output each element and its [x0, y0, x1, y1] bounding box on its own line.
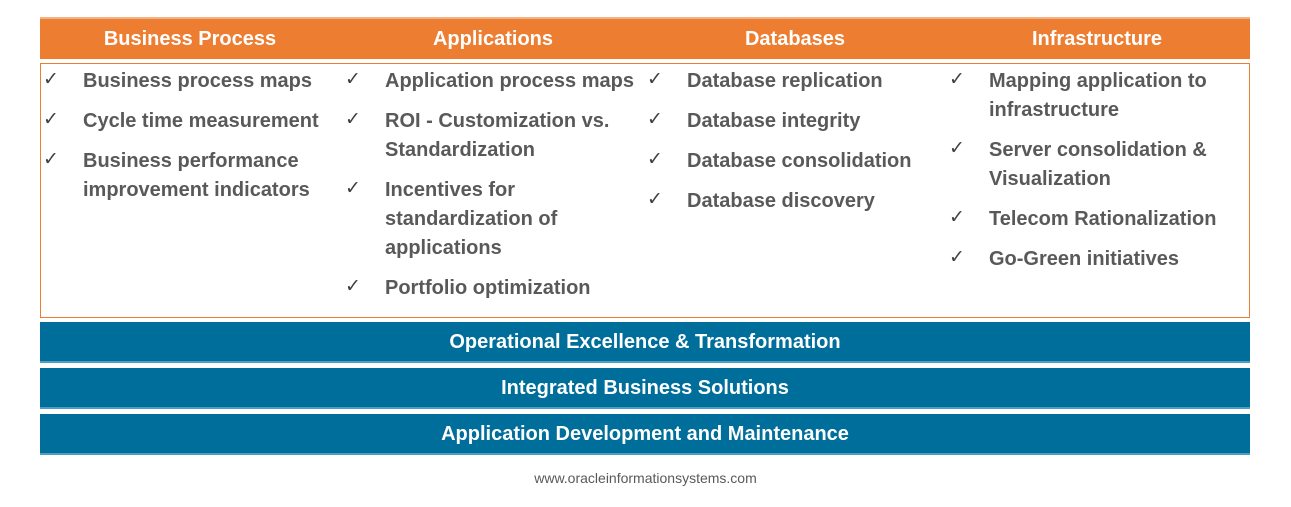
list-item: ✓ Database consolidation — [647, 147, 937, 176]
checkmark-icon: ✓ — [949, 137, 965, 159]
item-label: Business process maps — [83, 70, 312, 92]
band-application-development: Application Development and Maintenance — [40, 414, 1250, 455]
content-box: ✓ Business process maps ✓ Cycle time mea… — [40, 63, 1250, 318]
item-label: Cycle time measurement — [83, 110, 319, 132]
item-label: Portfolio optimization — [385, 277, 591, 299]
checkmark-icon: ✓ — [43, 148, 59, 170]
item-label: Application process maps — [385, 70, 634, 92]
item-label: Business performance improvement indicat… — [83, 150, 310, 201]
column-infrastructure: ✓ Mapping application to infrastructure … — [949, 67, 1239, 285]
checkmark-icon: ✓ — [949, 246, 965, 268]
item-label: ROI - Customization vs. Standardization — [385, 110, 610, 161]
list-item: ✓ Application process maps — [345, 67, 635, 96]
item-label: Database discovery — [687, 190, 875, 212]
checkmark-icon: ✓ — [345, 177, 361, 199]
item-label: Server consolidation & Visualization — [989, 139, 1207, 190]
list-item: ✓ Telecom Rationalization — [949, 205, 1239, 234]
list-item: ✓ Server consolidation & Visualization — [949, 136, 1239, 194]
list-item: ✓ Mapping application to infrastructure — [949, 67, 1239, 125]
checkmark-icon: ✓ — [647, 68, 663, 90]
column-databases: ✓ Database replication ✓ Database integr… — [647, 67, 937, 227]
list-item: ✓ Database integrity — [647, 107, 937, 136]
item-label: Database replication — [687, 70, 883, 92]
list-item: ✓ Business process maps — [43, 67, 333, 96]
item-label: Telecom Rationalization — [989, 208, 1217, 230]
checkmark-icon: ✓ — [949, 206, 965, 228]
item-label: Incentives for standardization of applic… — [385, 179, 558, 259]
item-label: Go-Green initiatives — [989, 248, 1180, 270]
header-business-process: Business Process — [103, 28, 277, 50]
footer-url: www.oracleinformationsystems.com — [534, 470, 757, 486]
checkmark-icon: ✓ — [345, 275, 361, 297]
list-item: ✓ Portfolio optimization — [345, 274, 635, 303]
checkmark-icon: ✓ — [345, 108, 361, 130]
band-integrated-business-solutions: Integrated Business Solutions — [40, 368, 1250, 409]
list-item: ✓ Cycle time measurement — [43, 107, 333, 136]
list-item: ✓ ROI - Customization vs. Standardizatio… — [345, 107, 635, 165]
header-bar: Business Process Applications Databases … — [40, 17, 1250, 59]
header-databases: Databases — [744, 28, 846, 50]
column-applications: ✓ Application process maps ✓ ROI - Custo… — [345, 67, 635, 314]
checkmark-icon: ✓ — [43, 68, 59, 90]
checkmark-icon: ✓ — [345, 68, 361, 90]
list-item: ✓ Incentives for standardization of appl… — [345, 176, 635, 263]
list-item: ✓ Business performance improvement indic… — [43, 147, 333, 205]
list-item: ✓ Database replication — [647, 67, 937, 96]
header-applications: Applications — [432, 28, 553, 50]
checkmark-icon: ✓ — [647, 148, 663, 170]
list-item: ✓ Database discovery — [647, 187, 937, 216]
list-item: ✓ Go-Green initiatives — [949, 245, 1239, 274]
header-infrastructure: Infrastructure — [1031, 28, 1163, 50]
band-operational-excellence: Operational Excellence & Transformation — [40, 322, 1250, 363]
checkmark-icon: ✓ — [43, 108, 59, 130]
checkmark-icon: ✓ — [647, 188, 663, 210]
item-label: Database integrity — [687, 110, 861, 132]
item-label: Database consolidation — [687, 150, 912, 172]
checkmark-icon: ✓ — [647, 108, 663, 130]
column-business-process: ✓ Business process maps ✓ Cycle time mea… — [43, 67, 333, 216]
checkmark-icon: ✓ — [949, 68, 965, 90]
item-label: Mapping application to infrastructure — [989, 70, 1207, 121]
